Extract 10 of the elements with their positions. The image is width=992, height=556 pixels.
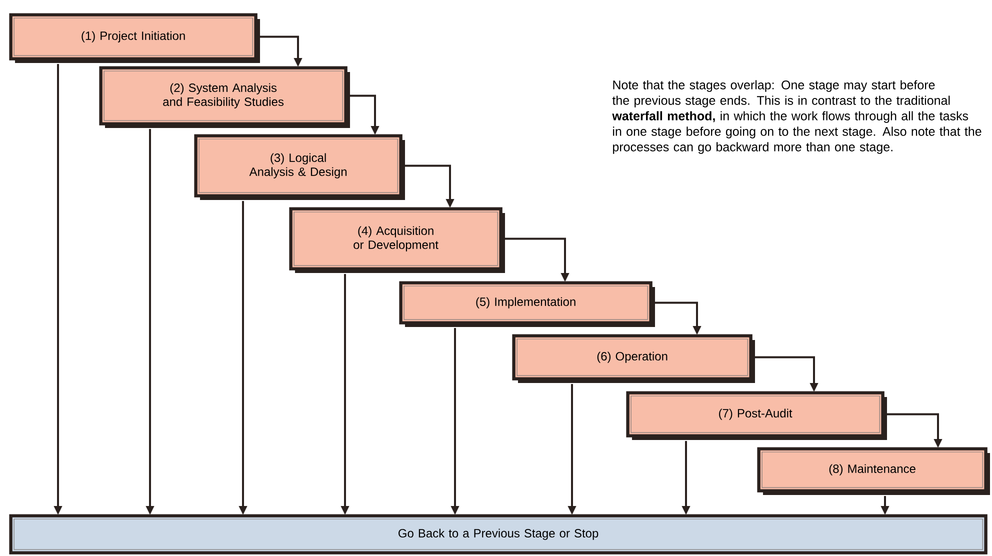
stage-box: (5) Implementation: [399, 281, 655, 327]
stage-box: (3) Logical Analysis & Design: [194, 134, 405, 200]
note-text: Note that the stages overlap: One stage may start before the previous stage ends. This is in contrast to the traditional waterfall method, in which the work flows through all the tasks in one stage before going on to the next stage. Also note that the processes can go backward more than one stage.: [612, 80, 982, 154]
stage-box: (4) Acquisition or Development: [289, 207, 505, 273]
stage-box: (1) Project Initiation: [9, 13, 260, 63]
stage-box: (2) System Analysis and Feasibility Studies: [99, 66, 350, 128]
stage-box: (8) Maintenance: [757, 447, 990, 495]
stage-box: (6) Operation: [512, 334, 755, 383]
stop-bar: Go Back to a Previous Stage or Stop: [9, 514, 988, 554]
stage-box: (7) Post-Audit: [626, 391, 887, 440]
